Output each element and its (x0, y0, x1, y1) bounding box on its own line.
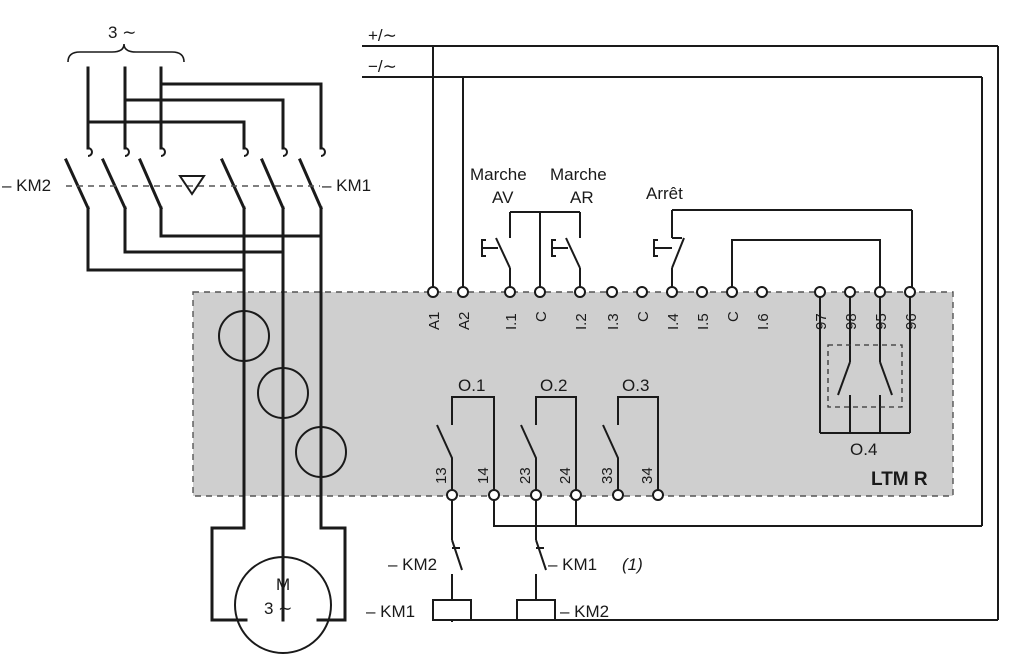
terminal-label-14: 14 (475, 467, 492, 484)
terminal-label-96: 96 (903, 313, 920, 330)
km1-coil-label: – KM1 (366, 602, 415, 621)
stop-button-wiring (653, 209, 913, 292)
interlock-note: (1) (622, 555, 643, 574)
three-phase-supply: 3 ∼ (67, 23, 185, 150)
forward-button-label-2: AV (492, 188, 514, 207)
terminal-label-a1: A1 (426, 312, 443, 330)
plus-rail-label: +/∼ (368, 26, 397, 45)
control-rails (362, 45, 999, 620)
minus-rail-label: −/∼ (368, 57, 397, 76)
terminal-label-c3: C (725, 311, 742, 322)
km1-contact-label: – KM1 (548, 555, 597, 574)
km2-coil-label: – KM2 (560, 602, 609, 621)
terminal-label-i5: I.5 (695, 313, 712, 330)
terminal-label-c1: C (533, 311, 550, 322)
current-transformers (218, 310, 347, 478)
reverse-button[interactable]: Marche AR (550, 165, 607, 207)
terminal-label-95: 95 (873, 313, 890, 330)
reverse-button-label-1: Marche (550, 165, 607, 184)
device-label: LTM R (871, 469, 928, 490)
terminal-label-i4: I.4 (665, 313, 682, 330)
output-o3-label: O.3 (622, 376, 649, 395)
km2-coil (516, 599, 556, 621)
motor-phase: 3 ∼ (264, 599, 292, 618)
contact-hooks (87, 147, 326, 157)
km2-power-label: – KM2 (2, 176, 51, 195)
output-terminal-labels: 13 14 23 24 33 34 (433, 467, 656, 484)
three-phase-label: 3 ∼ (108, 23, 136, 42)
terminal-label-c2: C (635, 311, 652, 322)
km1-coil (432, 599, 472, 621)
terminal-label-98: 98 (843, 313, 860, 330)
input-terminal-labels: A1 A2 I.1 C I.2 I.3 C I.4 I.5 C I.6 (426, 311, 772, 330)
forward-button[interactable]: Marche AV (470, 165, 527, 207)
motor-connection (210, 526, 347, 622)
output-o2-label: O.2 (540, 376, 567, 395)
output-o4-label: O.4 (850, 440, 877, 459)
fault-relay (814, 286, 916, 434)
terminal-label-13: 13 (433, 467, 450, 484)
terminal-label-i6: I.6 (755, 313, 772, 330)
km1-power-label: – KM1 (322, 176, 371, 195)
fault-terminal-labels: 97 98 95 96 (813, 313, 920, 330)
terminal-label-34: 34 (639, 467, 656, 484)
push-button-wiring (481, 211, 581, 292)
forward-button-label-1: Marche (470, 165, 527, 184)
terminal-label-97: 97 (813, 313, 830, 330)
km2-contact-label: – KM2 (388, 555, 437, 574)
terminal-label-i3: I.3 (605, 313, 622, 330)
terminal-label-23: 23 (517, 467, 534, 484)
terminal-label-i1: I.1 (503, 313, 520, 330)
stop-button-label[interactable]: Arrêt (646, 184, 683, 203)
contactor-blades (64, 158, 323, 210)
power-bus (86, 82, 323, 150)
reverse-button-label-2: AR (570, 188, 594, 207)
terminal-label-a2: A2 (456, 312, 473, 330)
reversing-crossover (86, 206, 323, 622)
terminal-label-i2: I.2 (573, 313, 590, 330)
terminal-label-24: 24 (557, 467, 574, 484)
motor-letter: M (276, 575, 290, 594)
terminal-label-33: 33 (599, 467, 616, 484)
output-o1-label: O.1 (458, 376, 485, 395)
input-terminals (427, 286, 768, 298)
